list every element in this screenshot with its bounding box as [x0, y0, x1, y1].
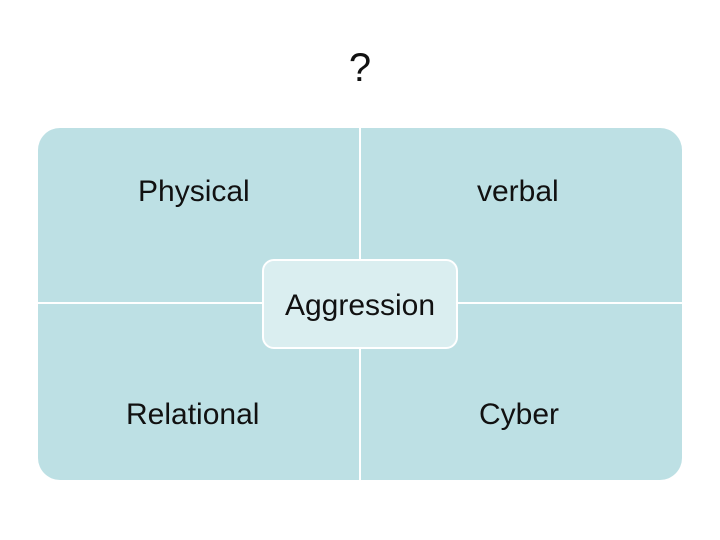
quadrant-label-relational: Relational: [126, 398, 260, 431]
quadrant-label-physical: Physical: [138, 175, 250, 208]
diagram-title: ?: [348, 46, 372, 90]
quadrant-label-verbal: verbal: [477, 175, 559, 208]
quadrant-label-cyber: Cyber: [479, 398, 560, 431]
center-label: Aggression: [284, 289, 436, 322]
center-box: Aggression: [262, 259, 458, 349]
